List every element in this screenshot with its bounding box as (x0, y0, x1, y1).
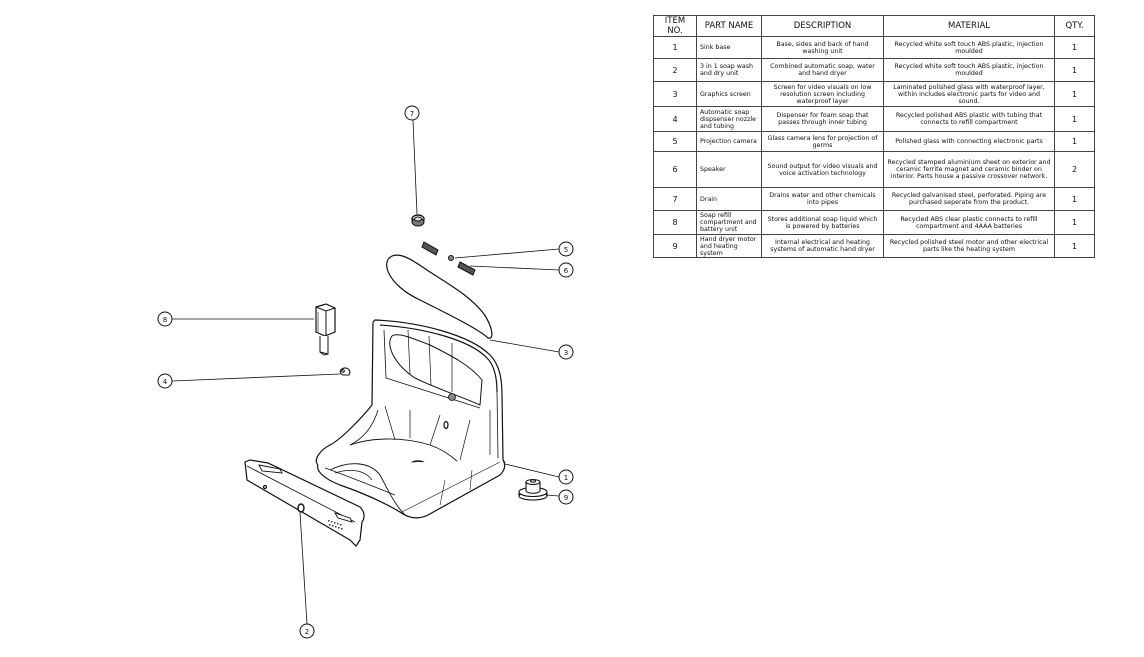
qty: 1 (1054, 210, 1095, 235)
bom-row: 7 Drain Drains water and other chemicals… (653, 187, 1095, 211)
balloon-8: 8 (157, 311, 173, 327)
qty: 1 (1054, 106, 1095, 132)
bom-header-row: ITEM NO. PART NAME DESCRIPTION MATERIAL … (653, 15, 1095, 37)
balloon-3-label: 3 (564, 349, 568, 357)
qty: 2 (1054, 151, 1095, 188)
material: Recycled white soft touch ABS plastic, i… (883, 36, 1055, 59)
description: Screen for video visuals on low resoluti… (761, 81, 884, 107)
bom-row: 8 Soap refill compartment and battery un… (653, 210, 1095, 235)
part-soap-refill-battery (315, 303, 336, 356)
balloon-2: 2 (299, 623, 315, 639)
header-item-no: ITEM NO. (653, 15, 697, 37)
description: Sound output for video visuals and voice… (761, 151, 884, 188)
item-no: 6 (653, 151, 697, 188)
description: Dispenser for foam soap that passes thro… (761, 106, 884, 132)
bom-row: 4 Automatic soap dispsenser nozzle and t… (653, 106, 1095, 132)
part-name: 3 in 1 soap wash and dry unit (696, 58, 762, 82)
balloon-9: 9 (558, 489, 574, 505)
item-no: 2 (653, 58, 697, 82)
description: Drains water and other chemicals into pi… (761, 187, 884, 211)
balloon-8-label: 8 (163, 316, 167, 324)
balloon-5-label: 5 (564, 246, 568, 254)
qty: 1 (1054, 81, 1095, 107)
bom-row: 6 Speaker Sound output for video visuals… (653, 151, 1095, 188)
header-description: DESCRIPTION (761, 15, 884, 37)
qty: 1 (1054, 58, 1095, 82)
bom-row: 5 Projection camera Glass camera lens fo… (653, 131, 1095, 152)
part-name: Automatic soap dispsenser nozzle and tub… (696, 106, 762, 132)
item-no: 5 (653, 131, 697, 152)
item-no: 1 (653, 36, 697, 59)
part-name: Drain (696, 187, 762, 211)
part-hand-dryer-motor (518, 478, 548, 501)
material: Recycled polished ABS plastic with tubin… (883, 106, 1055, 132)
balloon-5: 5 (558, 241, 574, 257)
bom-row: 1 Sink base Base, sides and back of hand… (653, 36, 1095, 59)
description: Glass camera lens for projection of germ… (761, 131, 884, 152)
balloon-1-label: 1 (564, 474, 568, 482)
part-name: Graphics screen (696, 81, 762, 107)
part-graphics-screen (386, 254, 493, 339)
balloon-6: 6 (558, 262, 574, 278)
bill-of-materials-table: ITEM NO. PART NAME DESCRIPTION MATERIAL … (653, 15, 1095, 258)
item-no: 8 (653, 210, 697, 235)
bom-row: 3 Graphics screen Screen for video visua… (653, 81, 1095, 107)
material: Recycled galvanised steel, perforated. P… (883, 187, 1055, 211)
material: Polished glass with connecting electroni… (883, 131, 1055, 152)
part-sink-base (315, 319, 506, 519)
balloon-7: 7 (404, 105, 420, 121)
header-qty: QTY. (1054, 15, 1095, 37)
header-part-name: PART NAME (696, 15, 762, 37)
part-speaker-left (421, 241, 439, 256)
material: Recycled stamped aluminium sheet on exte… (883, 151, 1055, 188)
item-no: 4 (653, 106, 697, 132)
qty: 1 (1054, 187, 1095, 211)
header-material: MATERIAL (883, 15, 1055, 37)
item-no: 9 (653, 234, 697, 258)
balloon-4: 4 (157, 373, 173, 389)
part-soap-wash-dry-unit (244, 459, 365, 547)
part-name: Sink base (696, 36, 762, 59)
part-soap-nozzle (339, 367, 351, 376)
description: Base, sides and back of hand washing uni… (761, 36, 884, 59)
qty: 1 (1054, 36, 1095, 59)
leader-lines (171, 119, 560, 625)
description: Stores additional soap liquid which is p… (761, 210, 884, 235)
balloon-2-label: 2 (305, 628, 309, 636)
balloon-3: 3 (558, 344, 574, 360)
part-name: Projection camera (696, 131, 762, 152)
balloon-6-label: 6 (564, 267, 569, 275)
bom-row: 2 3 in 1 soap wash and dry unit Combined… (653, 58, 1095, 82)
item-no: 7 (653, 187, 697, 211)
dryer-vent-holes (328, 520, 343, 530)
qty: 1 (1054, 131, 1095, 152)
qty: 1 (1054, 234, 1095, 258)
material: Recycled ABS clear plastic connects to r… (883, 210, 1055, 235)
part-name: Hand dryer motor and heating system (696, 234, 762, 258)
material: Recycled white soft touch ABS plastic, i… (883, 58, 1055, 82)
material: Laminated polished glass with waterproof… (883, 81, 1055, 107)
balloon-9-label: 9 (564, 494, 568, 502)
balloon-7-label: 7 (410, 110, 414, 118)
part-drain (411, 214, 425, 227)
description: Internal electrical and heating systems … (761, 234, 884, 258)
part-name: Speaker (696, 151, 762, 188)
material: Recycled polished steel motor and other … (883, 234, 1055, 258)
description: Combined automatic soap, water and hand … (761, 58, 884, 82)
part-name: Soap refill compartment and battery unit (696, 210, 762, 235)
balloon-1: 1 (558, 469, 574, 485)
part-projection-camera (448, 255, 454, 261)
item-no: 3 (653, 81, 697, 107)
balloon-4-label: 4 (163, 378, 168, 386)
part-speaker-right (457, 261, 476, 276)
bom-row: 9 Hand dryer motor and heating system In… (653, 234, 1095, 258)
